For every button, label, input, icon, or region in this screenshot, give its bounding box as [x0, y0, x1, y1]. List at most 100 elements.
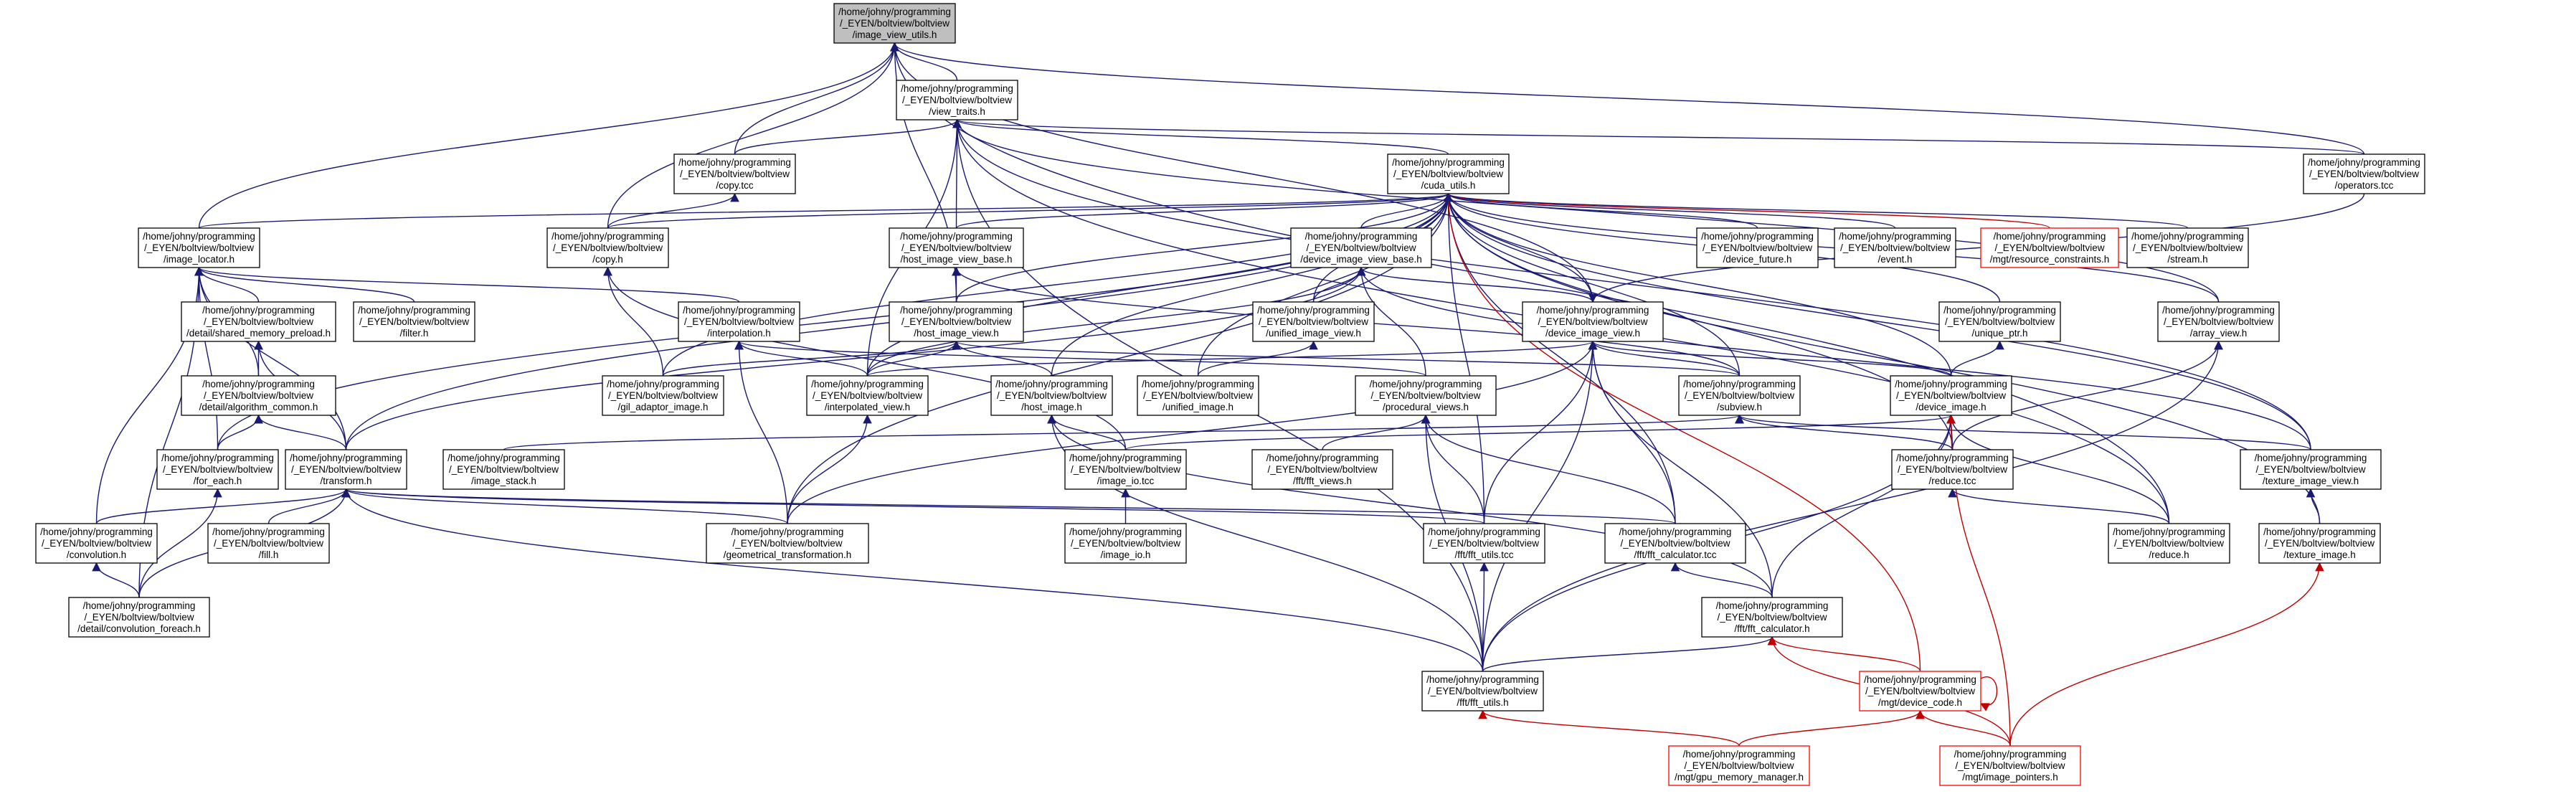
node-box[interactable] [2126, 227, 2249, 268]
node-box[interactable] [1939, 745, 2081, 786]
node-box[interactable] [1834, 227, 1956, 268]
node-box[interactable] [1251, 449, 1393, 490]
node-texture-image[interactable]: /home/johny/programming/_EYEN/boltview/b… [2258, 523, 2381, 564]
node-array-view[interactable]: /home/johny/programming/_EYEN/boltview/b… [2157, 301, 2280, 342]
node-box[interactable] [68, 597, 210, 638]
node-box[interactable] [1696, 227, 1819, 268]
node-box[interactable] [1421, 671, 1544, 712]
node-fill[interactable]: /home/johny/programming/_EYEN/boltview/b… [207, 523, 330, 564]
node-box[interactable] [1290, 227, 1432, 268]
node-device-future[interactable]: /home/johny/programming/_EYEN/boltview/b… [1696, 227, 1819, 268]
node-box[interactable] [1890, 375, 2012, 416]
node-fft-views[interactable]: /home/johny/programming/_EYEN/boltview/b… [1251, 449, 1393, 490]
node-box[interactable] [806, 375, 929, 416]
node-box[interactable] [1859, 671, 1981, 712]
node-box[interactable] [896, 80, 1018, 120]
node-box[interactable] [1604, 523, 1746, 564]
node-image-io-tcc[interactable]: /home/johny/programming/_EYEN/boltview/b… [1064, 449, 1187, 490]
node-interpolated-view[interactable]: /home/johny/programming/_EYEN/boltview/b… [806, 375, 929, 416]
node-subview[interactable]: /home/johny/programming/_EYEN/boltview/b… [1678, 375, 1801, 416]
node-copy-h[interactable]: /home/johny/programming/_EYEN/boltview/b… [546, 227, 669, 268]
node-box[interactable] [138, 227, 260, 268]
node-host-image-view[interactable]: /home/johny/programming/_EYEN/boltview/b… [889, 301, 1024, 342]
node-procedural-views[interactable]: /home/johny/programming/_EYEN/boltview/b… [1355, 375, 1497, 416]
node-box[interactable] [1387, 153, 1510, 194]
node-box[interactable] [285, 449, 407, 490]
node-box[interactable] [2303, 153, 2425, 194]
node-fft-calculator-tcc[interactable]: /home/johny/programming/_EYEN/boltview/b… [1604, 523, 1746, 564]
node-cuda-utils[interactable]: /home/johny/programming/_EYEN/boltview/b… [1387, 153, 1510, 194]
node-image-io[interactable]: /home/johny/programming/_EYEN/boltview/b… [1064, 523, 1187, 564]
node-reduce-h[interactable]: /home/johny/programming/_EYEN/boltview/b… [2108, 523, 2230, 564]
node-box[interactable] [990, 375, 1113, 416]
node-convolution-foreach[interactable]: /home/johny/programming/_EYEN/boltview/b… [68, 597, 210, 638]
node-box[interactable] [181, 375, 336, 416]
node-host-image[interactable]: /home/johny/programming/_EYEN/boltview/b… [990, 375, 1113, 416]
node-box[interactable] [2108, 523, 2230, 564]
node-device-image[interactable]: /home/johny/programming/_EYEN/boltview/b… [1890, 375, 2012, 416]
node-box[interactable] [156, 449, 279, 490]
node-box[interactable] [1137, 375, 1259, 416]
node-box[interactable] [889, 301, 1024, 342]
node-box[interactable] [207, 523, 330, 564]
node-box[interactable] [833, 3, 956, 44]
node-algorithm-common[interactable]: /home/johny/programming/_EYEN/boltview/b… [181, 375, 336, 416]
node-box[interactable] [181, 301, 336, 342]
node-box[interactable] [1701, 597, 1843, 638]
node-image-locator[interactable]: /home/johny/programming/_EYEN/boltview/b… [138, 227, 260, 268]
node-unified-image[interactable]: /home/johny/programming/_EYEN/boltview/b… [1137, 375, 1259, 416]
node-view-traits[interactable]: /home/johny/programming/_EYEN/boltview/b… [896, 80, 1018, 120]
node-resource-constraints[interactable]: /home/johny/programming/_EYEN/boltview/b… [1980, 227, 2119, 268]
node-convolution[interactable]: /home/johny/programming/_EYEN/boltview/b… [35, 523, 158, 564]
node-box[interactable] [602, 375, 724, 416]
node-box[interactable] [1064, 523, 1187, 564]
node-device-image-view-base[interactable]: /home/johny/programming/_EYEN/boltview/b… [1290, 227, 1432, 268]
node-event[interactable]: /home/johny/programming/_EYEN/boltview/b… [1834, 227, 1956, 268]
node-box[interactable] [1980, 227, 2119, 268]
node-device-code[interactable]: /home/johny/programming/_EYEN/boltview/b… [1859, 671, 1981, 712]
node-fft-utils-tcc[interactable]: /home/johny/programming/_EYEN/boltview/b… [1423, 523, 1545, 564]
node-interpolation[interactable]: /home/johny/programming/_EYEN/boltview/b… [678, 301, 800, 342]
node-box[interactable] [673, 153, 796, 194]
node-filter[interactable]: /home/johny/programming/_EYEN/boltview/b… [353, 301, 475, 342]
node-gil-adaptor-image[interactable]: /home/johny/programming/_EYEN/boltview/b… [602, 375, 724, 416]
node-box[interactable] [2258, 523, 2381, 564]
node-box[interactable] [1064, 449, 1187, 490]
node-box[interactable] [546, 227, 669, 268]
node-unique-ptr[interactable]: /home/johny/programming/_EYEN/boltview/b… [1938, 301, 2061, 342]
node-box[interactable] [2157, 301, 2280, 342]
node-unified-image-view[interactable]: /home/johny/programming/_EYEN/boltview/b… [1252, 301, 1375, 342]
node-box[interactable] [1522, 301, 1664, 342]
node-geometrical-transformation[interactable]: /home/johny/programming/_EYEN/boltview/b… [706, 523, 869, 564]
node-box[interactable] [1355, 375, 1497, 416]
node-box[interactable] [706, 523, 869, 564]
node-box[interactable] [1252, 301, 1375, 342]
node-box[interactable] [442, 449, 565, 490]
node-reduce-tcc[interactable]: /home/johny/programming/_EYEN/boltview/b… [1891, 449, 2014, 490]
node-image-stack[interactable]: /home/johny/programming/_EYEN/boltview/b… [442, 449, 565, 490]
node-box[interactable] [1938, 301, 2061, 342]
node-copy-tcc[interactable]: /home/johny/programming/_EYEN/boltview/b… [673, 153, 796, 194]
node-fft-utils[interactable]: /home/johny/programming/_EYEN/boltview/b… [1421, 671, 1544, 712]
node-for-each[interactable]: /home/johny/programming/_EYEN/boltview/b… [156, 449, 279, 490]
node-gpu-memory-manager[interactable]: /home/johny/programming/_EYEN/boltview/b… [1668, 745, 1810, 786]
node-box[interactable] [35, 523, 158, 564]
node-box[interactable] [1678, 375, 1801, 416]
node-box[interactable] [678, 301, 800, 342]
node-texture-image-view[interactable]: /home/johny/programming/_EYEN/boltview/b… [2240, 449, 2382, 490]
node-image-pointers[interactable]: /home/johny/programming/_EYEN/boltview/b… [1939, 745, 2081, 786]
node-operators-tcc[interactable]: /home/johny/programming/_EYEN/boltview/b… [2303, 153, 2425, 194]
node-shared-memory-preload[interactable]: /home/johny/programming/_EYEN/boltview/b… [181, 301, 336, 342]
node-box[interactable] [1423, 523, 1545, 564]
node-box[interactable] [353, 301, 475, 342]
node-transform[interactable]: /home/johny/programming/_EYEN/boltview/b… [285, 449, 407, 490]
node-image-view-utils[interactable]: /home/johny/programming/_EYEN/boltview/b… [833, 3, 956, 44]
node-fft-calculator[interactable]: /home/johny/programming/_EYEN/boltview/b… [1701, 597, 1843, 638]
node-box[interactable] [2240, 449, 2382, 490]
node-host-image-view-base[interactable]: /home/johny/programming/_EYEN/boltview/b… [889, 227, 1024, 268]
node-device-image-view[interactable]: /home/johny/programming/_EYEN/boltview/b… [1522, 301, 1664, 342]
node-box[interactable] [889, 227, 1024, 268]
node-box[interactable] [1668, 745, 1810, 786]
node-stream[interactable]: /home/johny/programming/_EYEN/boltview/b… [2126, 227, 2249, 268]
node-box[interactable] [1891, 449, 2014, 490]
